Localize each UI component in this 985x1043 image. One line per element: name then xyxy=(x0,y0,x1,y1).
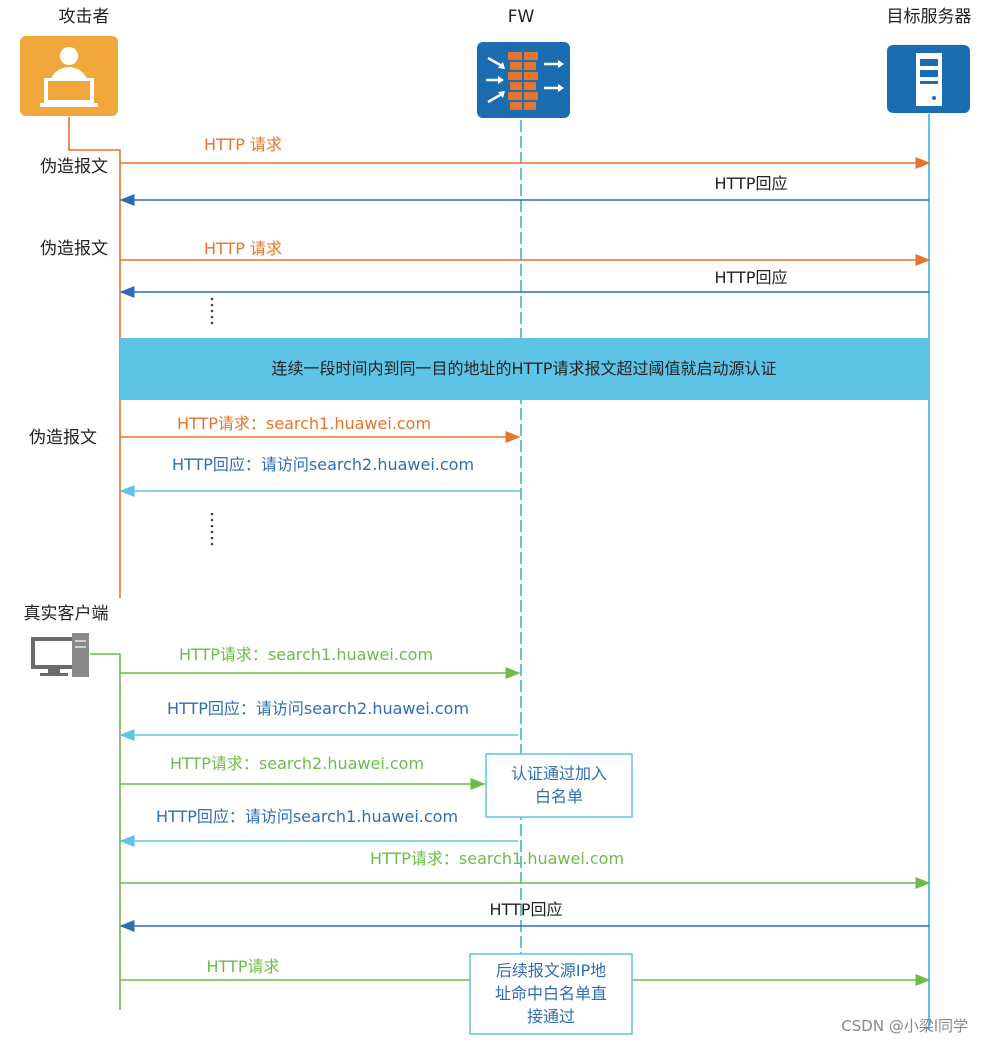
attacker-lifeline xyxy=(68,117,121,598)
auth-pass-note-line2: 白名单 xyxy=(535,787,583,806)
forged-label-2: 伪造报文 xyxy=(40,239,108,259)
msg-client-request-3: HTTP请求：search1.huawei.com xyxy=(370,849,624,868)
fw-title: FW xyxy=(508,7,535,27)
msg-http-response-1: HTTP回应 xyxy=(715,174,788,193)
server-icon xyxy=(887,45,970,113)
auth-pass-note-line1: 认证通过加入 xyxy=(511,764,607,783)
msg-client-redirect-1: HTTP回应：请访问search2.huawei.com xyxy=(167,699,469,718)
whitelist-note-line3: 接通过 xyxy=(527,1007,575,1026)
whitelist-note xyxy=(469,953,633,1035)
forged-label-3: 伪造报文 xyxy=(29,428,97,448)
msg-client-request-2: HTTP请求：search2.huawei.com xyxy=(170,754,424,773)
watermark: CSDN @小梁l同学 xyxy=(841,1017,968,1035)
msg-http-response-2: HTTP回应 xyxy=(715,268,788,287)
whitelist-note-line2: 址命中白名单直 xyxy=(495,984,607,1003)
attacker-icon xyxy=(20,36,118,116)
client-lifeline xyxy=(90,653,121,1010)
forged-label-1: 伪造报文 xyxy=(40,157,108,177)
msg-forged-request: HTTP请求：search1.huawei.com xyxy=(177,414,431,433)
msg-http-request-1: HTTP 请求 xyxy=(204,135,282,154)
auth-pass-note xyxy=(485,753,633,818)
msg-server-response: HTTP回应 xyxy=(490,900,563,919)
attacker-title: 攻击者 xyxy=(59,7,110,27)
ellipsis-1 xyxy=(210,297,214,325)
server-title: 目标服务器 xyxy=(887,7,972,27)
computer-icon xyxy=(31,633,89,677)
msg-forged-redirect: HTTP回应：请访问search2.huawei.com xyxy=(172,455,474,474)
firewall-icon xyxy=(477,42,570,118)
threshold-banner xyxy=(120,338,930,400)
msg-client-redirect-2: HTTP回应：请访问search1.huawei.com xyxy=(156,807,458,826)
msg-client-request-1: HTTP请求：search1.huawei.com xyxy=(179,645,433,664)
ellipsis-2 xyxy=(210,512,214,546)
client-title: 真实客户端 xyxy=(24,604,109,624)
msg-client-request-4: HTTP请求 xyxy=(207,957,280,976)
whitelist-note-line1: 后续报文源IP地 xyxy=(496,961,606,980)
msg-http-request-2: HTTP 请求 xyxy=(204,239,282,258)
threshold-banner-text: 连续一段时间内到同一目的地址的HTTP请求报文超过阈值就启动源认证 xyxy=(272,359,777,378)
